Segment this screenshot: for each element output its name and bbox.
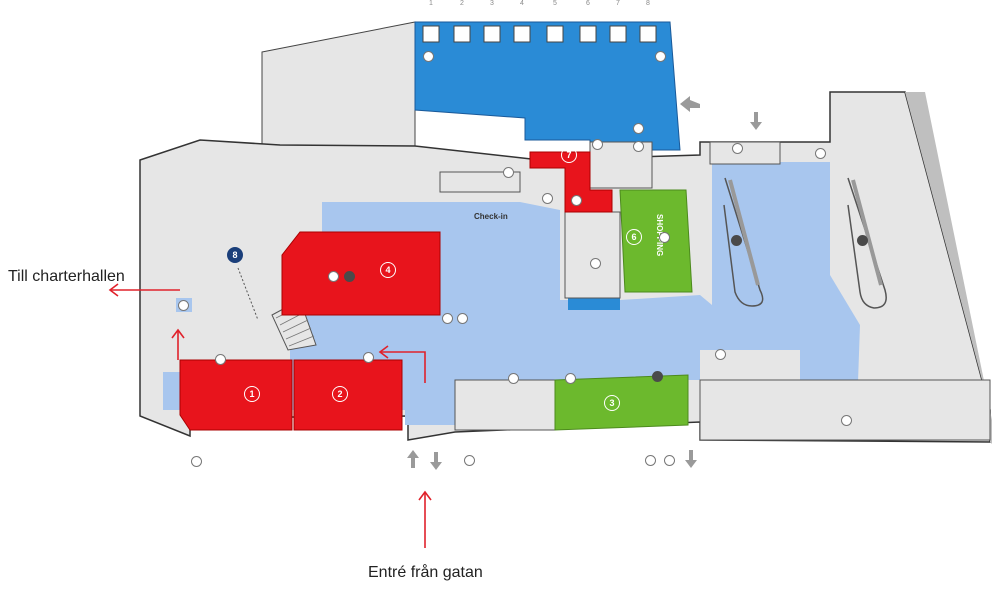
zone-marker-6[interactable]: 6 — [626, 229, 642, 245]
shopping-zones — [554, 189, 693, 431]
toilet-icon — [714, 348, 726, 360]
zone-marker-3[interactable]: 3 — [604, 395, 620, 411]
elevator-icon — [190, 455, 202, 467]
arrow-to-checkin-head — [378, 345, 389, 359]
toilet-icon — [564, 372, 576, 384]
bus-icon — [463, 454, 475, 466]
zone-marker-4[interactable]: 4 — [380, 262, 396, 278]
elevator-icon — [422, 50, 434, 62]
toilet-icon — [507, 372, 519, 384]
gate-6 — [579, 25, 597, 43]
gate-number-4: 4 — [520, 0, 524, 7]
gate-4 — [513, 25, 531, 43]
gate-number-2: 2 — [460, 0, 464, 7]
restaurant-icon — [327, 270, 339, 282]
restaurant-icon — [658, 231, 670, 243]
dotted-path — [237, 267, 259, 321]
atm-icon — [362, 351, 374, 363]
arrow-gray-down-se — [685, 450, 697, 468]
charter-hall-label: Till charterhallen — [8, 268, 125, 285]
stairs-icon — [731, 142, 743, 154]
shop-3 — [554, 374, 689, 431]
restaurant-1 — [179, 359, 293, 431]
elevator-icon — [343, 270, 355, 282]
carousel-west — [723, 177, 764, 307]
gate-7 — [609, 25, 627, 43]
gate-number-5: 5 — [553, 0, 557, 7]
arrow-gray-down-east — [750, 112, 762, 130]
street-entrance-label: Entré från gatan — [368, 564, 483, 581]
elevator-icon — [856, 234, 868, 246]
elevator-icon — [730, 234, 742, 246]
block-southeast — [699, 379, 991, 441]
block-checkin-desk — [439, 171, 521, 193]
taxi-icon — [840, 414, 852, 426]
stairs-icon — [632, 140, 644, 152]
toilet-icon — [814, 147, 826, 159]
atm-icon — [570, 194, 582, 206]
building-west-block — [261, 21, 416, 147]
check-in-label: Check-in — [474, 212, 508, 221]
elevator-icon — [654, 50, 666, 62]
gate-8 — [639, 25, 657, 43]
elevator-icon — [441, 312, 453, 324]
zone-marker-8[interactable]: 8 — [227, 247, 243, 263]
gate-2 — [453, 25, 471, 43]
interior-blocks — [271, 141, 991, 441]
restaurant-4 — [281, 231, 441, 316]
gray-arrows — [407, 96, 762, 470]
restaurant-7 — [529, 151, 613, 213]
elevator-icon — [541, 192, 553, 204]
arrow-to-checkin — [380, 351, 426, 383]
arrow-gray-up-south — [407, 450, 419, 468]
stairs-icon — [589, 257, 601, 269]
floor-entrance-passage — [405, 385, 455, 425]
carousel-east — [847, 177, 887, 309]
gate-number-8: 8 — [646, 0, 650, 7]
gate-5 — [546, 25, 564, 43]
arrow-street-entrance-head — [418, 490, 432, 501]
atm-icon — [651, 370, 663, 382]
taxi-icon — [663, 454, 675, 466]
gate-teeth — [422, 25, 657, 43]
gate-1 — [422, 25, 440, 43]
baggage-carousels — [723, 177, 887, 309]
toilet-icon — [502, 166, 514, 178]
gate-number-3: 3 — [490, 0, 494, 7]
gate-number-1: 1 — [429, 0, 433, 7]
restaurant-icon — [214, 353, 226, 365]
gate-3 — [483, 25, 501, 43]
annotation-arrows — [108, 283, 432, 548]
zone-marker-2[interactable]: 2 — [332, 386, 348, 402]
gate-number-7: 7 — [616, 0, 620, 7]
arrow-gray-down-south — [430, 452, 442, 470]
toilet-icon — [591, 138, 603, 150]
zone-marker-1[interactable]: 1 — [244, 386, 260, 402]
shop-6 — [619, 189, 693, 293]
restaurant-2 — [293, 359, 403, 431]
block-east-door — [709, 141, 781, 165]
arrow-charter-up-head — [171, 328, 185, 339]
gate-area-south-strip — [568, 296, 620, 310]
arrow-gray-in — [680, 96, 700, 112]
bus-icon — [644, 454, 656, 466]
gate-number-6: 6 — [586, 0, 590, 7]
elevator-icon — [177, 299, 189, 311]
zone-marker-7[interactable]: 7 — [561, 147, 577, 163]
block-south-shops — [454, 379, 556, 431]
info-icon — [456, 312, 468, 324]
arrow-to-charter-head — [108, 283, 119, 297]
block-security — [564, 211, 621, 299]
floor-main-hall — [163, 162, 860, 410]
carousel-belts — [728, 179, 883, 286]
restaurant-zones — [179, 151, 613, 431]
stairs-icon — [632, 122, 644, 134]
